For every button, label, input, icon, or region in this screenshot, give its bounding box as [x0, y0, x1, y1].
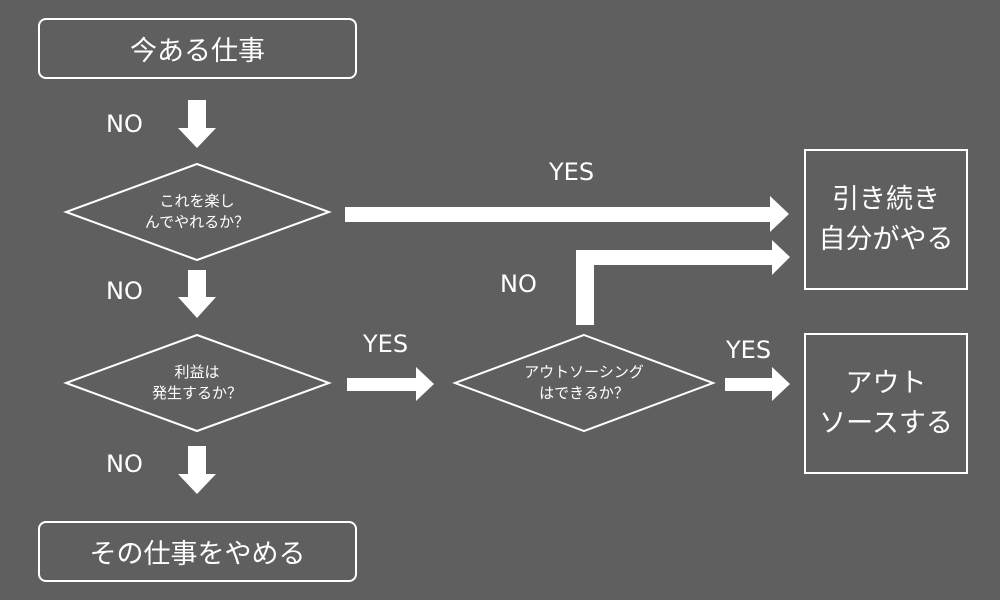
diamond-outsource-line-1: アウトソーシング	[524, 363, 644, 381]
arrow-down-3	[178, 446, 216, 494]
result-continue-line-1: 引き続き	[832, 183, 940, 215]
diamond-profit-line-1: 利益は	[174, 363, 220, 381]
start-label: 今ある仕事	[130, 36, 265, 67]
diamond-profit	[63, 333, 332, 433]
result-continue-box	[804, 149, 968, 290]
diamond-profit-label: 利益は 発生するか？	[100, 351, 294, 415]
result-outsource-label: アウト ソースする	[805, 334, 967, 473]
arrow-down-2	[178, 270, 216, 318]
start-box	[38, 18, 357, 79]
diamond-outsource-label: アウトソーシング はできるか？	[487, 351, 681, 415]
result-outsource-box	[804, 333, 968, 474]
arrow-yes-enjoy	[345, 196, 789, 232]
edge-label-yes-enjoy: YES	[549, 158, 595, 186]
edge-label-yes-profit: YES	[363, 330, 409, 358]
diamond-enjoy	[63, 162, 332, 262]
diamond-outsource	[452, 333, 716, 433]
arrow-down-1	[178, 100, 216, 148]
arrow-yes-profit	[347, 367, 434, 401]
end-quit-label: その仕事をやめる	[89, 539, 306, 570]
edge-label-no-1: NO	[106, 110, 143, 138]
edge-label-no-2: NO	[106, 277, 143, 305]
arrow-no-outsource	[576, 240, 790, 325]
diamond-enjoy-line-1: これを楽し	[159, 192, 235, 210]
end-quit-box	[38, 521, 357, 582]
result-continue-label: 引き続き 自分がやる	[805, 150, 967, 289]
diamond-enjoy-label: これを楽し んでやれるか？	[100, 180, 294, 244]
diamond-enjoy-line-2: んでやれるか？	[144, 213, 250, 231]
edge-label-no-4: NO	[500, 270, 537, 298]
arrow-yes-outsource	[725, 367, 790, 401]
diamond-outsource-line-2: はできるか？	[539, 384, 629, 402]
result-continue-line-2: 自分がやる	[818, 223, 954, 255]
result-outsource-line-2: ソースする	[819, 407, 953, 439]
diamond-profit-line-2: 発生するか？	[151, 384, 242, 402]
result-outsource-line-1: アウト	[845, 367, 927, 399]
edge-label-no-3: NO	[106, 450, 143, 478]
edge-label-yes-outsource: YES	[726, 336, 772, 364]
